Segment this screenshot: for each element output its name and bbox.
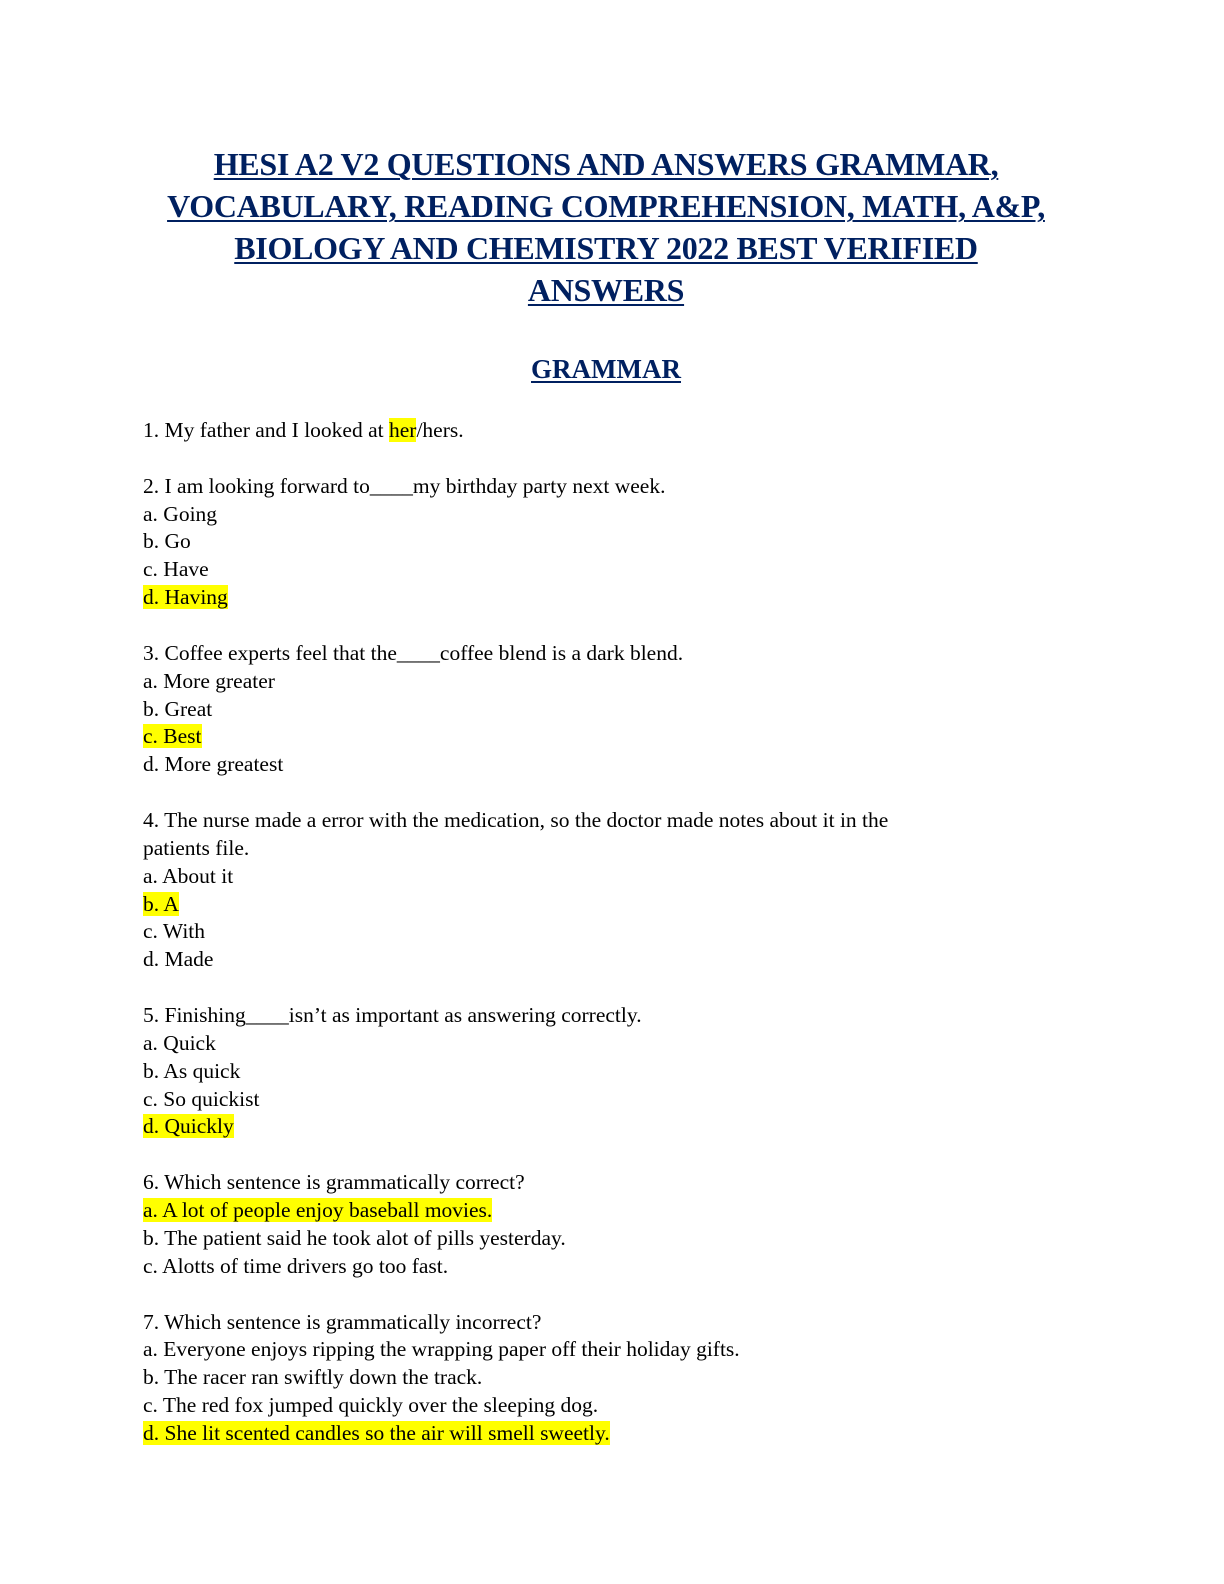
highlighted-answer: b. A bbox=[143, 891, 179, 916]
question-6: 6. Which sentence is grammatically corre… bbox=[143, 1169, 1143, 1280]
section-heading: GRAMMAR bbox=[531, 354, 681, 384]
title-line: BIOLOGY AND CHEMISTRY 2022 BEST VERIFIED bbox=[234, 230, 978, 266]
answer-option: c. Have bbox=[143, 556, 1143, 584]
highlighted-answer: d. She lit scented candles so the air wi… bbox=[143, 1420, 610, 1445]
title-line: HESI A2 V2 QUESTIONS AND ANSWERS GRAMMAR… bbox=[213, 146, 999, 182]
title-line: ANSWERS bbox=[527, 272, 685, 308]
question-2: 2. I am looking forward to____my birthda… bbox=[143, 473, 1143, 612]
answer-option: d. Quickly bbox=[143, 1113, 1143, 1141]
option-text: a. More greater bbox=[143, 668, 275, 693]
option-text: b. As quick bbox=[143, 1058, 241, 1083]
option-text: c. Have bbox=[143, 557, 209, 582]
title-line: VOCABULARY, READING COMPREHENSION, MATH,… bbox=[167, 188, 1045, 224]
answer-option: b. The racer ran swiftly down the track. bbox=[143, 1364, 1143, 1392]
answer-option: b. The patient said he took alot of pill… bbox=[143, 1225, 1143, 1253]
highlighted-answer: a. A lot of people enjoy baseball movies… bbox=[143, 1198, 493, 1223]
highlighted-answer: her bbox=[388, 418, 417, 442]
answer-option: c. The red fox jumped quickly over the s… bbox=[143, 1392, 1143, 1420]
option-text: a. Everyone enjoys ripping the wrapping … bbox=[143, 1337, 740, 1362]
question-stem: 3. Coffee experts feel that the____coffe… bbox=[143, 640, 684, 665]
question-1: 1. My father and I looked at her/hers. bbox=[143, 417, 1143, 445]
question-3: 3. Coffee experts feel that the____coffe… bbox=[143, 640, 1143, 779]
option-text: c. With bbox=[143, 919, 206, 944]
answer-option: a. A lot of people enjoy baseball movies… bbox=[143, 1197, 1143, 1225]
answer-option: a. Quick bbox=[143, 1030, 1143, 1058]
answer-option: b. As quick bbox=[143, 1058, 1143, 1086]
question-7: 7. Which sentence is grammatically incor… bbox=[143, 1309, 1143, 1448]
answer-option: a. Going bbox=[143, 501, 1143, 529]
answer-option: d. She lit scented candles so the air wi… bbox=[143, 1420, 1143, 1448]
answer-option: b. Great bbox=[143, 696, 1143, 724]
option-text: d. More greatest bbox=[143, 752, 284, 777]
highlighted-answer: d. Having bbox=[143, 585, 228, 610]
answer-option: d. Having bbox=[143, 584, 1143, 612]
question-stem: patients file. bbox=[143, 835, 250, 860]
question-4: 4. The nurse made a error with the medic… bbox=[143, 807, 1143, 974]
option-text: b. Great bbox=[143, 696, 213, 721]
question-text: 1. My father and I looked at bbox=[143, 418, 389, 442]
option-text: a. Going bbox=[143, 501, 218, 526]
option-text: b. Go bbox=[143, 529, 191, 554]
answer-option: c. Best bbox=[143, 723, 1143, 751]
answer-option: b. Go bbox=[143, 528, 1143, 556]
option-text: c. Alotts of time drivers go too fast. bbox=[143, 1253, 449, 1278]
question-stem: 2. I am looking forward to____my birthda… bbox=[143, 473, 666, 498]
highlighted-answer: c. Best bbox=[143, 724, 202, 749]
question-stem: 7. Which sentence is grammatically incor… bbox=[143, 1309, 542, 1334]
option-text: d. Made bbox=[143, 947, 214, 972]
answer-option: d. More greatest bbox=[143, 751, 1143, 779]
option-text: a. Quick bbox=[143, 1030, 216, 1055]
question-text: /hers. bbox=[416, 418, 464, 442]
answer-option: c. So quickist bbox=[143, 1086, 1143, 1114]
answer-option: b. A bbox=[143, 891, 1143, 919]
option-text: c. So quickist bbox=[143, 1086, 260, 1111]
option-text: b. The racer ran swiftly down the track. bbox=[143, 1365, 483, 1390]
answer-option: d. Made bbox=[143, 946, 1143, 974]
highlighted-answer: d. Quickly bbox=[143, 1114, 234, 1139]
answer-option: a. Everyone enjoys ripping the wrapping … bbox=[143, 1336, 1143, 1364]
question-stem: 5. Finishing____isn’t as important as an… bbox=[143, 1003, 642, 1028]
option-text: b. The patient said he took alot of pill… bbox=[143, 1225, 566, 1250]
question-5: 5. Finishing____isn’t as important as an… bbox=[143, 1002, 1143, 1141]
answer-option: a. More greater bbox=[143, 668, 1143, 696]
answer-option: c. With bbox=[143, 918, 1143, 946]
question-stem: 4. The nurse made a error with the medic… bbox=[143, 808, 889, 833]
question-stem: 6. Which sentence is grammatically corre… bbox=[143, 1170, 525, 1195]
document-title: HESI A2 V2 QUESTIONS AND ANSWERS GRAMMAR… bbox=[100, 143, 1112, 311]
question-list: 1. My father and I looked at her/hers. 2… bbox=[143, 417, 1143, 1476]
option-text: c. The red fox jumped quickly over the s… bbox=[143, 1393, 599, 1418]
answer-option: c. Alotts of time drivers go too fast. bbox=[143, 1253, 1143, 1281]
answer-option: a. About it bbox=[143, 863, 1143, 891]
option-text: a. About it bbox=[143, 863, 234, 888]
